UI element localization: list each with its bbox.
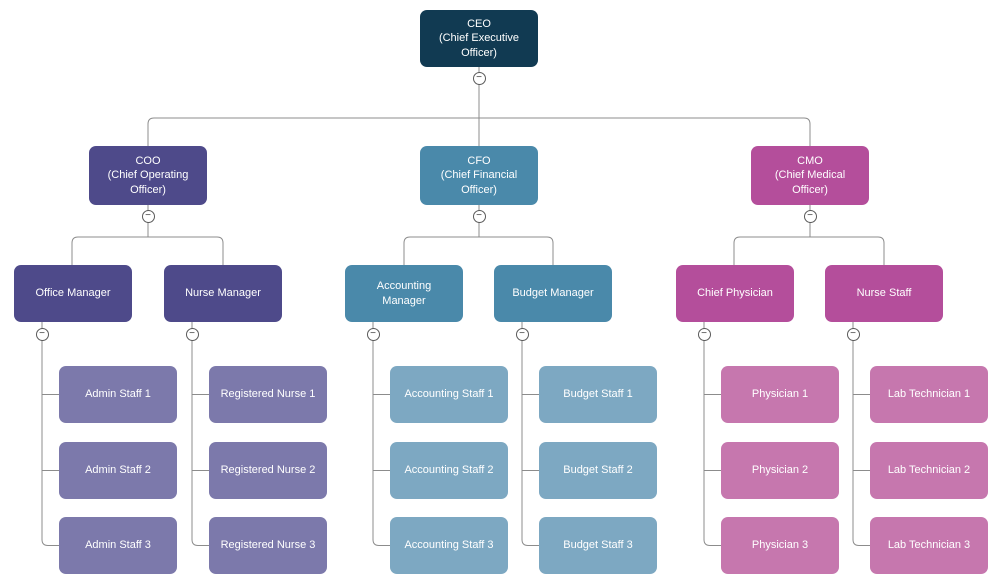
org-node-cfo[interactable]: CFO (Chief Financial Officer)	[420, 146, 538, 205]
minus-icon: −	[850, 327, 856, 339]
minus-icon: −	[370, 327, 376, 339]
org-node-coo[interactable]: COO (Chief Operating Officer)	[89, 146, 207, 205]
org-node-physician-2[interactable]: Physician 2	[721, 442, 839, 499]
node-label: Registered Nurse 3	[220, 539, 316, 552]
connector	[521, 322, 539, 546]
node-name: CFO	[467, 154, 491, 167]
org-node-registered-nurse-3[interactable]: Registered Nurse 3	[209, 517, 327, 574]
connector	[191, 322, 209, 546]
org-node-nurse-manager[interactable]: Nurse Manager	[164, 265, 282, 322]
org-node-admin-staff-2[interactable]: Admin Staff 2	[59, 442, 177, 499]
node-label: Physician 1	[751, 388, 809, 401]
node-label: Admin Staff 3	[85, 539, 151, 552]
org-node-accounting-staff-2[interactable]: Accounting Staff 2	[390, 442, 508, 499]
node-label: Budget Staff 3	[563, 539, 633, 552]
node-label: Admin Staff 2	[85, 464, 151, 477]
node-title: (Chief Executive Officer)	[438, 32, 520, 59]
minus-icon: −	[145, 209, 151, 221]
org-node-lab-technician-1[interactable]: Lab Technician 1	[870, 366, 988, 423]
collapse-button-office-manager[interactable]: −	[35, 327, 49, 341]
org-node-accounting-staff-3[interactable]: Accounting Staff 3	[390, 517, 508, 574]
org-node-budget-manager[interactable]: Budget Manager	[494, 265, 612, 322]
org-node-cmo[interactable]: CMO (Chief Medical Officer)	[751, 146, 869, 205]
node-name: CEO	[467, 17, 491, 30]
connector	[403, 236, 554, 265]
node-label: Physician 3	[751, 539, 809, 552]
node-name: COO	[135, 154, 161, 167]
node-label: Registered Nurse 2	[220, 464, 316, 477]
node-label: Budget Manager	[512, 287, 594, 300]
connector	[71, 236, 224, 265]
org-node-ceo[interactable]: CEO (Chief Executive Officer)	[420, 10, 538, 67]
node-label: Office Manager	[35, 287, 111, 300]
node-label: Chief Physician	[697, 287, 773, 300]
node-label: Accounting Staff 1	[404, 388, 494, 401]
node-label: Nurse Manager	[185, 287, 261, 300]
connector	[147, 117, 811, 146]
node-name: CMO	[797, 154, 823, 167]
collapse-button-coo[interactable]: −	[141, 209, 155, 223]
collapse-button-accounting-manager[interactable]: −	[366, 327, 380, 341]
collapse-button-nurse-manager[interactable]: −	[185, 327, 199, 341]
org-node-physician-3[interactable]: Physician 3	[721, 517, 839, 574]
minus-icon: −	[701, 327, 707, 339]
org-node-nurse-staff[interactable]: Nurse Staff	[825, 265, 943, 322]
minus-icon: −	[519, 327, 525, 339]
minus-icon: −	[39, 327, 45, 339]
collapse-button-cfo[interactable]: −	[472, 209, 486, 223]
minus-icon: −	[476, 71, 482, 83]
org-node-registered-nurse-2[interactable]: Registered Nurse 2	[209, 442, 327, 499]
node-label: Registered Nurse 1	[220, 388, 316, 401]
node-label: Accounting Staff 3	[404, 539, 494, 552]
org-node-registered-nurse-1[interactable]: Registered Nurse 1	[209, 366, 327, 423]
org-node-physician-1[interactable]: Physician 1	[721, 366, 839, 423]
org-node-admin-staff-3[interactable]: Admin Staff 3	[59, 517, 177, 574]
node-label: Lab Technician 1	[887, 388, 971, 401]
minus-icon: −	[807, 209, 813, 221]
node-label: Physician 2	[751, 464, 809, 477]
node-label: Accounting Manager	[376, 279, 432, 307]
node-title: (Chief Financial Officer)	[440, 169, 518, 196]
org-node-budget-staff-1[interactable]: Budget Staff 1	[539, 366, 657, 423]
minus-icon: −	[189, 327, 195, 339]
node-label: Admin Staff 1	[85, 388, 151, 401]
minus-icon: −	[476, 209, 482, 221]
node-label: Budget Staff 2	[563, 464, 633, 477]
node-title: (Chief Operating Officer)	[107, 169, 189, 196]
collapse-button-chief-physician[interactable]: −	[697, 327, 711, 341]
org-node-budget-staff-2[interactable]: Budget Staff 2	[539, 442, 657, 499]
collapse-button-ceo[interactable]: −	[472, 71, 486, 85]
org-node-budget-staff-3[interactable]: Budget Staff 3	[539, 517, 657, 574]
collapse-button-budget-manager[interactable]: −	[515, 327, 529, 341]
node-label: Budget Staff 1	[563, 388, 633, 401]
org-node-chief-physician[interactable]: Chief Physician	[676, 265, 794, 322]
node-label: CMO (Chief Medical Officer)	[760, 154, 860, 198]
org-node-accounting-staff-1[interactable]: Accounting Staff 1	[390, 366, 508, 423]
connector	[41, 322, 59, 546]
connector	[703, 322, 721, 546]
node-label: Nurse Staff	[856, 287, 912, 300]
node-label: CFO (Chief Financial Officer)	[429, 154, 529, 198]
collapse-button-nurse-staff[interactable]: −	[846, 327, 860, 341]
node-label: COO (Chief Operating Officer)	[98, 154, 198, 198]
org-node-office-manager[interactable]: Office Manager	[14, 265, 132, 322]
connector	[733, 236, 885, 265]
connector	[372, 322, 390, 546]
org-node-accounting-manager[interactable]: Accounting Manager	[345, 265, 463, 322]
org-node-lab-technician-2[interactable]: Lab Technician 2	[870, 442, 988, 499]
node-label: Lab Technician 2	[887, 464, 971, 477]
node-label: Accounting Staff 2	[404, 464, 494, 477]
node-label: Lab Technician 3	[887, 539, 971, 552]
connector	[852, 322, 870, 546]
org-node-admin-staff-1[interactable]: Admin Staff 1	[59, 366, 177, 423]
org-node-lab-technician-3[interactable]: Lab Technician 3	[870, 517, 988, 574]
node-title: (Chief Medical Officer)	[774, 169, 846, 196]
collapse-button-cmo[interactable]: −	[803, 209, 817, 223]
node-label: CEO (Chief Executive Officer)	[429, 17, 529, 61]
